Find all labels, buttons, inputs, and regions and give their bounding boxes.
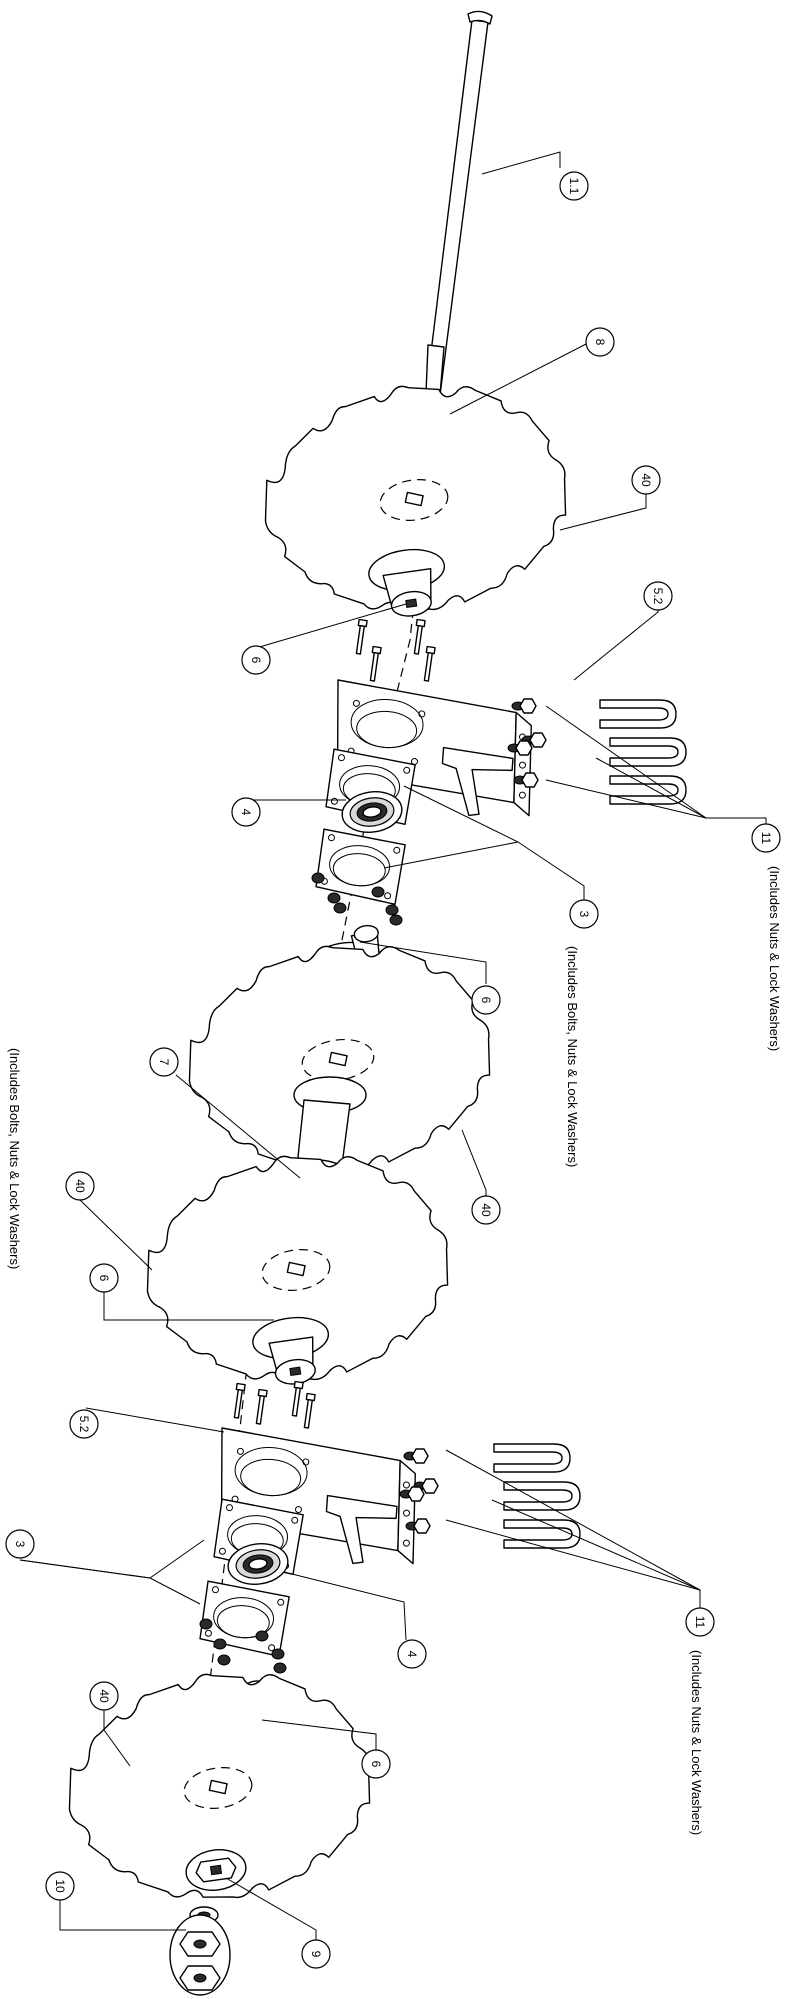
callout-6-d: 6 bbox=[361, 1749, 391, 1779]
note-includes-bolts-mid: (Includes Bolts, Nuts & Lock Washers) bbox=[565, 946, 580, 1167]
callout-6-b: 6 bbox=[471, 985, 501, 1015]
callout-3-b: 3 bbox=[5, 1529, 35, 1559]
callout-3-a: 3 bbox=[569, 899, 599, 929]
disc-blade-top bbox=[248, 364, 582, 632]
svg-text:4: 4 bbox=[239, 809, 253, 816]
spool-6-top bbox=[368, 548, 446, 617]
callout-8: 8 bbox=[585, 327, 615, 357]
callout-11-a: 11 bbox=[751, 823, 781, 853]
callout-11-b: 11 bbox=[685, 1607, 715, 1637]
callout-4-b: 4 bbox=[397, 1639, 427, 1669]
callout-6-c: 6 bbox=[89, 1263, 119, 1293]
svg-text:9: 9 bbox=[309, 1951, 323, 1958]
callout-5-2-a: 5.2 bbox=[643, 581, 673, 611]
note-includes-nuts-bottom: (Includes Nuts & Lock Washers) bbox=[689, 1650, 704, 1835]
flange-lower-lower bbox=[198, 1580, 291, 1658]
spool-6-third bbox=[252, 1316, 330, 1385]
callout-4-a: 4 bbox=[231, 797, 261, 827]
callout-5-2-b: 5.2 bbox=[69, 1409, 99, 1439]
flange-nuts-lower bbox=[199, 1618, 287, 1674]
svg-text:6: 6 bbox=[249, 657, 263, 664]
callout-1-1: 1.1 bbox=[559, 171, 589, 201]
end-cap-9 bbox=[185, 1849, 247, 1891]
svg-text:6: 6 bbox=[479, 997, 493, 1004]
svg-text:3: 3 bbox=[577, 911, 591, 918]
svg-text:6: 6 bbox=[369, 1761, 383, 1768]
washer-nut-10 bbox=[169, 1906, 231, 1996]
leader-lines bbox=[19, 151, 767, 1940]
bolts-lower bbox=[231, 1380, 316, 1430]
disc-blade-bottom bbox=[52, 1652, 386, 1920]
note-includes-bolts-left: (Includes Bolts, Nuts & Lock Washers) bbox=[7, 1048, 22, 1269]
svg-text:10: 10 bbox=[53, 1879, 67, 1893]
shaft bbox=[425, 10, 493, 396]
svg-text:7: 7 bbox=[157, 1059, 171, 1066]
svg-text:11: 11 bbox=[693, 1616, 707, 1629]
callout-9: 9 bbox=[301, 1939, 331, 1969]
svg-text:6: 6 bbox=[97, 1275, 111, 1282]
callout-40-a: 40 bbox=[631, 465, 661, 495]
svg-text:40: 40 bbox=[479, 1203, 493, 1217]
disc-blade-third bbox=[130, 1134, 464, 1402]
svg-text:40: 40 bbox=[97, 1689, 111, 1703]
callout-40-d: 40 bbox=[89, 1681, 119, 1711]
callout-40-c: 40 bbox=[65, 1171, 95, 1201]
svg-text:11: 11 bbox=[759, 832, 773, 845]
callout-7: 7 bbox=[149, 1047, 179, 1077]
svg-text:5.2: 5.2 bbox=[651, 588, 665, 605]
callout-40-b: 40 bbox=[471, 1195, 501, 1225]
svg-text:5.2: 5.2 bbox=[77, 1416, 91, 1433]
callout-10: 10 bbox=[45, 1871, 75, 1901]
u-bolts-top bbox=[599, 699, 687, 805]
svg-text:1.1: 1.1 bbox=[567, 178, 581, 195]
svg-text:4: 4 bbox=[405, 1651, 419, 1658]
svg-text:3: 3 bbox=[13, 1541, 27, 1548]
note-includes-nuts-top: (Includes Nuts & Lock Washers) bbox=[767, 866, 782, 1051]
flange-nuts-top bbox=[311, 872, 403, 926]
bolts-top bbox=[353, 618, 436, 683]
disc-blade-second bbox=[172, 924, 506, 1192]
svg-text:40: 40 bbox=[639, 473, 653, 487]
svg-text:40: 40 bbox=[73, 1179, 87, 1193]
callout-6-a: 6 bbox=[241, 645, 271, 675]
svg-text:8: 8 bbox=[593, 339, 607, 346]
